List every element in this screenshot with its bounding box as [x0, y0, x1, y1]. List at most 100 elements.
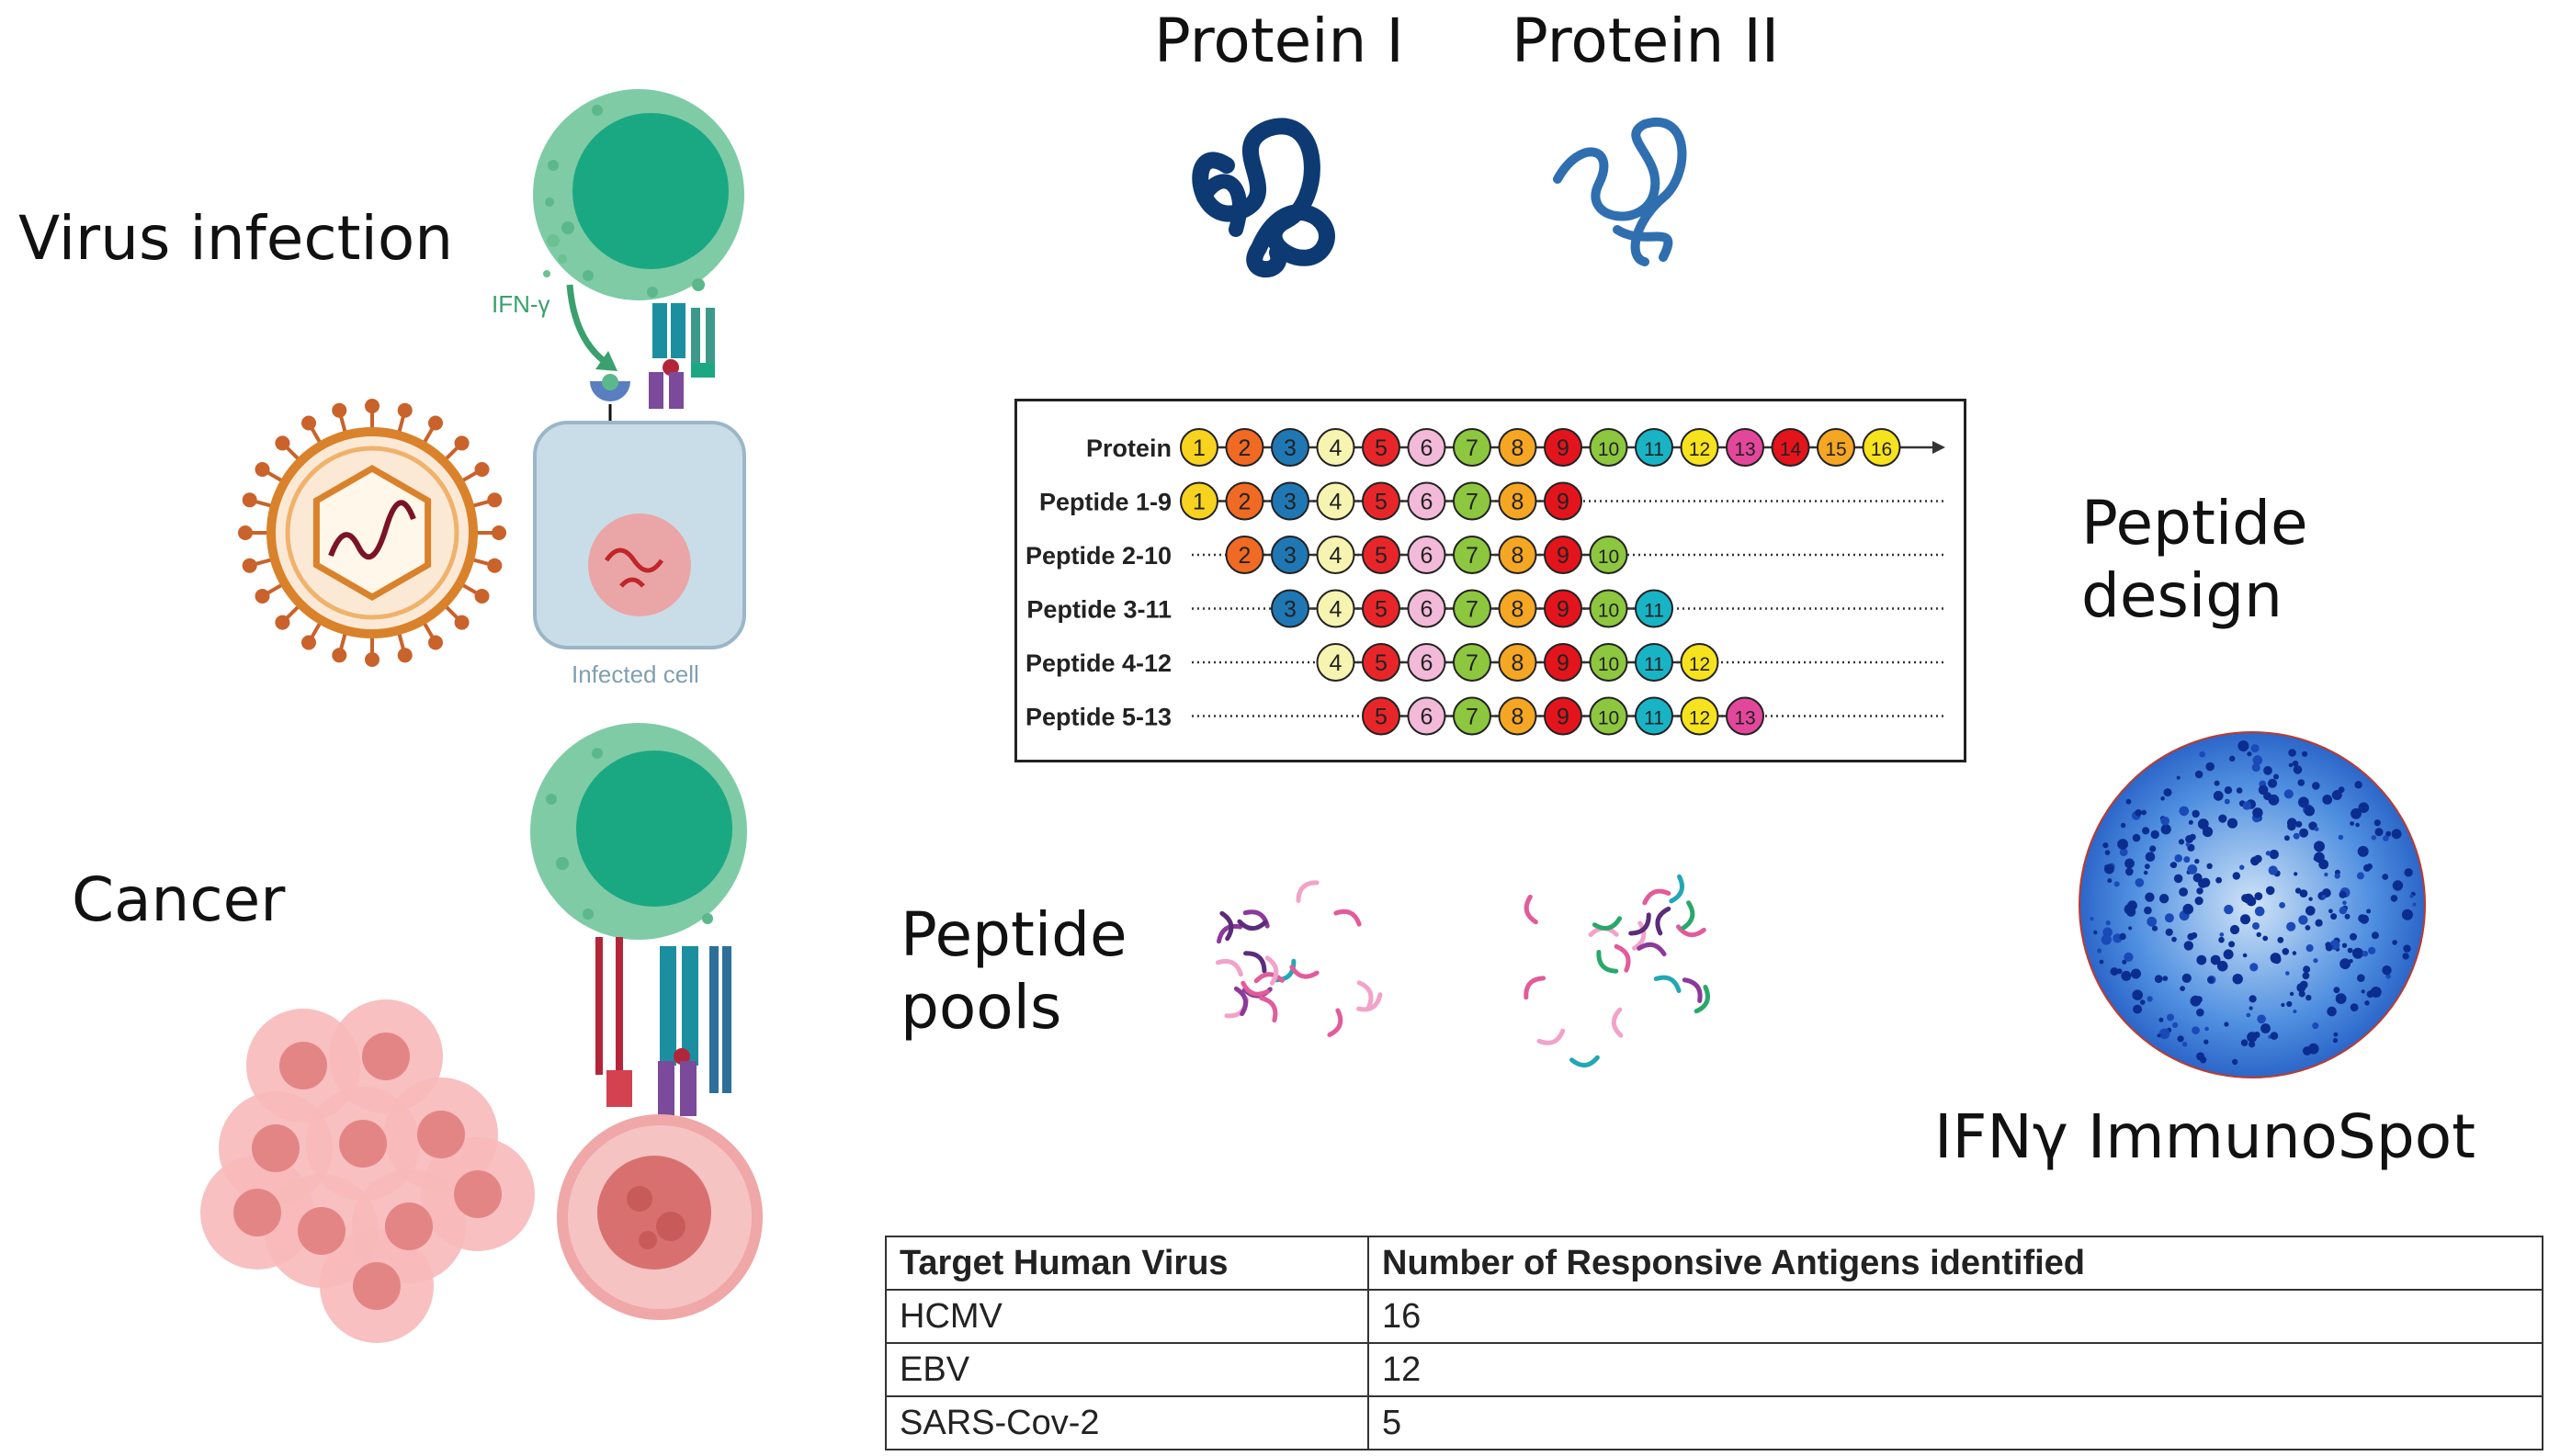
ifn-spot	[2257, 1014, 2266, 1024]
ifn-spot	[2268, 794, 2280, 806]
virus-spike-tip	[397, 648, 413, 663]
tumor-nucleus	[362, 1033, 410, 1080]
ifn-spot	[2141, 809, 2147, 816]
residue-number: 9	[1557, 543, 1569, 569]
ifn-spot	[2335, 993, 2347, 1004]
virus-spike-tip	[454, 435, 470, 451]
ifn-spot	[2164, 913, 2174, 923]
residue-circle	[1635, 428, 1673, 467]
ifn-spot	[2181, 1042, 2188, 1047]
residue-number: 3	[1284, 490, 1297, 515]
ifn-spot	[2361, 989, 2365, 994]
ifn-spot	[2265, 851, 2271, 856]
ifn-spot	[2183, 856, 2191, 863]
peptide-pool-1-icon	[1215, 880, 1383, 1037]
ifn-spot	[2334, 873, 2340, 879]
protein-1-icon	[1192, 118, 1335, 278]
tumor-cluster-icon	[200, 999, 535, 1343]
residue-circle	[1180, 481, 1218, 521]
ifn-spot	[2144, 906, 2152, 915]
residue-circle	[1407, 589, 1446, 628]
ifn-spot	[2288, 762, 2294, 768]
peptide-fragment	[1653, 975, 1682, 994]
t-cell-top-icon	[533, 89, 744, 300]
peptide-fragment	[1356, 992, 1383, 1012]
residue-circle	[1544, 481, 1582, 521]
ifn-spot	[2093, 930, 2098, 935]
infected-cell-label: Infected cell	[572, 660, 699, 688]
ifn-spot	[2149, 845, 2157, 852]
residue-circle	[1498, 536, 1537, 574]
table-row: SARS-Cov-2 5	[885, 1395, 2543, 1450]
residue-circle	[1635, 696, 1673, 736]
ifn-spot	[2324, 796, 2333, 804]
ifn-spot	[2218, 814, 2227, 823]
tumor-nucleus	[339, 1120, 387, 1168]
residue-circle	[1498, 696, 1537, 736]
residue-number: 6	[1421, 543, 1433, 569]
ifn-spot	[2110, 967, 2119, 976]
residue-number: 10	[1598, 547, 1619, 568]
virus-capsid	[312, 464, 432, 602]
ifn-spot	[2183, 941, 2193, 951]
peptide-pool-2-icon	[1524, 874, 1710, 1068]
ifn-spot	[2144, 863, 2150, 870]
ifn-spot	[2358, 802, 2370, 813]
ifn-spot	[2194, 858, 2200, 864]
ifn-spot	[2105, 920, 2111, 926]
residue-circle	[1544, 589, 1582, 628]
residue-circle	[1316, 536, 1355, 574]
peptide-fragment	[1637, 942, 1667, 957]
ifn-spot	[2194, 770, 2203, 779]
ifn-spot	[2205, 762, 2215, 772]
scheme-row-label: Peptide 5-13	[1025, 704, 1172, 731]
residue-number: 11	[1644, 708, 1664, 729]
peptide-fragment	[1259, 995, 1278, 1023]
residue-number: 13	[1734, 439, 1755, 460]
ifn-spot	[2160, 816, 2169, 826]
peptide-fragment	[1614, 943, 1631, 973]
ifn-spot	[2122, 959, 2127, 965]
virus-spike-tip	[238, 525, 253, 540]
ifn-spot	[2402, 953, 2409, 960]
ifn-spot	[2390, 895, 2398, 902]
ifn-spot	[2196, 1008, 2204, 1017]
ifn-spot	[2240, 1039, 2249, 1046]
ifn-spot	[2219, 932, 2225, 937]
ifn-spot	[2371, 931, 2379, 940]
table-cell: SARS-Cov-2	[885, 1395, 1369, 1450]
residue-number: 8	[1512, 435, 1524, 461]
residue-number: 10	[1598, 708, 1619, 729]
ifn-spot	[2202, 826, 2214, 838]
ifn-spot	[2286, 921, 2296, 931]
peptide-fragment	[1536, 1028, 1566, 1045]
ifn-spot	[2116, 968, 2123, 975]
table-row: EBV 12	[885, 1342, 2543, 1397]
residue-number: 12	[1689, 708, 1710, 729]
ifn-spot	[2383, 835, 2389, 841]
residue-circle	[1680, 428, 1719, 467]
ifn-spot	[2298, 990, 2305, 998]
residue-number: 11	[1644, 439, 1664, 460]
ifn-spot	[2283, 835, 2290, 841]
ifn-spot	[2107, 878, 2113, 884]
ifn-spot	[2366, 863, 2373, 870]
ifn-spot	[2382, 965, 2392, 976]
residue-circle	[1407, 696, 1446, 736]
ifn-spot	[2385, 974, 2391, 979]
ifn-spot	[2305, 925, 2311, 931]
ifn-spot	[2131, 968, 2141, 979]
ifn-spot	[2145, 892, 2155, 902]
ifn-spot	[2392, 880, 2404, 891]
residue-number: 5	[1375, 490, 1388, 515]
tcr-receptor-top-icon	[649, 303, 715, 409]
peptide-fragment	[1216, 923, 1243, 944]
ifn-spot	[2224, 904, 2234, 915]
peptide-design-label: Peptide design	[2081, 488, 2308, 632]
ifn-spot	[2253, 1032, 2260, 1038]
ifn-spot	[2287, 818, 2297, 828]
ifn-spot	[2286, 1000, 2293, 1008]
virus-spike-tip	[454, 615, 470, 630]
ifn-spot	[2117, 839, 2129, 850]
